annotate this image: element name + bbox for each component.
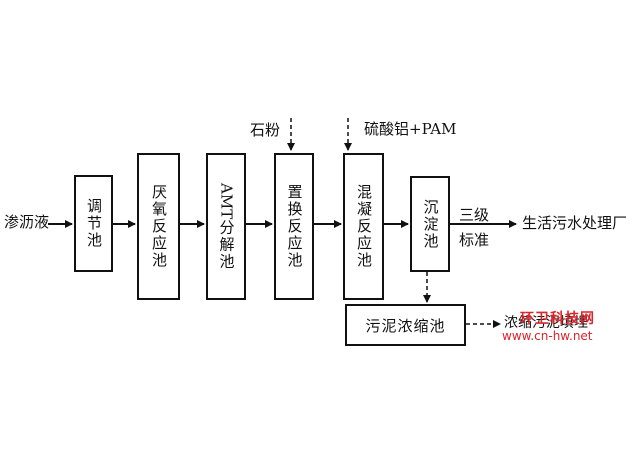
process-box-label-cjk: 分解池 xyxy=(217,219,236,271)
watermark-url: www.cn-hw.net xyxy=(502,329,593,343)
process-box-replacement-tank: 置换反应池 xyxy=(274,153,314,300)
process-box-coagulation-tank: 混凝反应池 xyxy=(343,153,384,300)
process-box-sedimentation-tank: 沉淀池 xyxy=(410,176,450,272)
sludge-output-label: 浓缩污泥填埋 xyxy=(504,315,588,331)
standard-label-line1: 三级 xyxy=(459,206,490,224)
process-box-amt-tank: AMT分解池 xyxy=(206,153,246,300)
process-box-anaerobic-tank: 厌氧反应池 xyxy=(137,153,180,300)
process-box-label: AMT分解池 xyxy=(217,182,236,271)
standard-label-line2: 标准 xyxy=(459,231,490,249)
sludge-thickening-tank: 污泥浓缩池 xyxy=(345,304,466,346)
additive-label-stone-powder: 石粉 xyxy=(250,121,281,139)
process-box-label: 调节池 xyxy=(85,198,103,249)
process-box-label: 厌氧反应池 xyxy=(150,184,168,269)
process-box-label: 沉淀池 xyxy=(421,198,440,250)
process-box-regulating-tank: 调节池 xyxy=(74,175,113,272)
sludge-box-label: 污泥浓缩池 xyxy=(365,316,446,335)
additive-label-alum-pam: 硫酸铝+PAM xyxy=(364,120,457,138)
watermark-title: 环卫科技网 xyxy=(520,311,595,327)
process-box-label: 混凝反应池 xyxy=(355,184,373,269)
process-box-label: 置换反应池 xyxy=(285,184,304,269)
process-box-label-latin: AMT xyxy=(217,182,236,220)
output-label: 生活污水处理厂 xyxy=(522,214,628,232)
input-label: 渗沥液 xyxy=(4,213,50,231)
